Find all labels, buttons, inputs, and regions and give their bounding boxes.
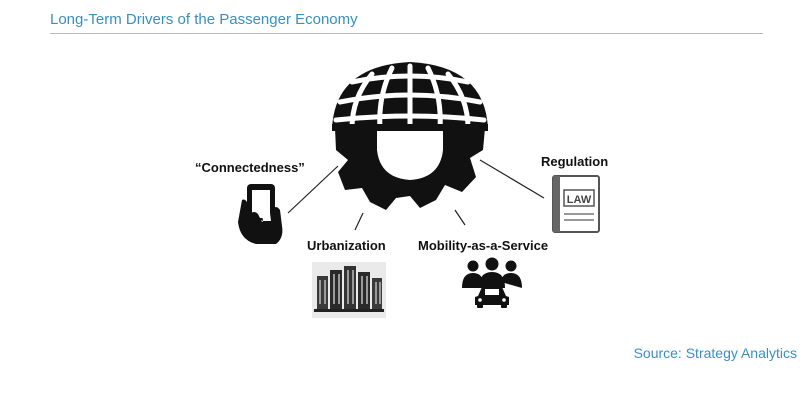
driver-label-connectedness: “Connectedness” (195, 160, 305, 175)
connector-urbanization (354, 212, 364, 231)
gear-globe-icon (332, 62, 488, 210)
source-note: Source: Strategy Analytics (633, 345, 797, 361)
people-car-icon (462, 257, 522, 308)
driver-label-regulation: Regulation (541, 154, 609, 169)
law-book-text: LAW (567, 194, 592, 206)
driver-label-mobility: Mobility-as-a-Service (418, 238, 549, 253)
law-book-icon: LAW (552, 175, 600, 233)
smartphone-hand-icon (238, 184, 283, 244)
title-divider (50, 33, 763, 34)
connector-mobility (454, 209, 466, 226)
page-title: Long-Term Drivers of the Passenger Econo… (50, 11, 358, 28)
connector-connectedness (287, 165, 339, 214)
driver-label-urbanization: Urbanization (307, 238, 386, 253)
connector-regulation (479, 159, 545, 199)
city-buildings-icon (312, 262, 386, 318)
